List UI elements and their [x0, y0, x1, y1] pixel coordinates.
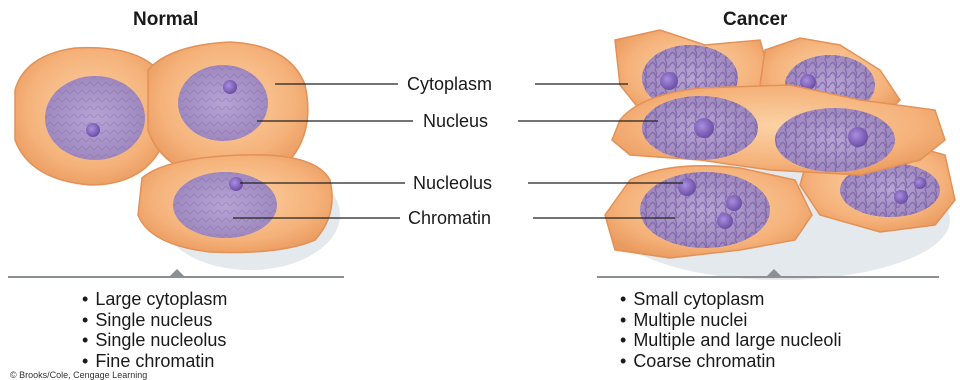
cytoplasm-label: Cytoplasm: [407, 74, 492, 94]
normal-feature-item: Fine chromatin: [82, 351, 227, 372]
normal-feature-item: Single nucleus: [82, 310, 227, 331]
cancer-cells: [605, 30, 955, 280]
cancer-feature-item: Small cytoplasm: [620, 289, 841, 310]
chromatin-label: Chromatin: [408, 208, 491, 228]
normal-title: Normal: [133, 9, 198, 31]
normal-divider-pointer: [170, 269, 184, 276]
normal-divider: [8, 276, 344, 278]
cancer-title: Cancer: [723, 9, 787, 31]
cancer-feature-item: Coarse chromatin: [620, 351, 841, 372]
nucleolus-label: Nucleolus: [413, 173, 492, 193]
nucleus-label: Nucleus: [423, 111, 488, 131]
cancer-feature-item: Multiple nuclei: [620, 310, 841, 331]
normal-feature-item: Large cytoplasm: [82, 289, 227, 310]
copyright-credit: © Brooks/Cole, Cengage Learning: [10, 370, 147, 380]
normal-feature-item: Single nucleolus: [82, 330, 227, 351]
cancer-feature-list: Small cytoplasm Multiple nuclei Multiple…: [620, 289, 841, 371]
cancer-divider: [597, 276, 939, 278]
normal-cell-left: [15, 48, 167, 185]
normal-cells: [15, 42, 340, 270]
normal-feature-list: Large cytoplasm Single nucleus Single nu…: [82, 289, 227, 371]
normal-cell-bottom: [138, 155, 332, 253]
cancer-feature-item: Multiple and large nucleoli: [620, 330, 841, 351]
